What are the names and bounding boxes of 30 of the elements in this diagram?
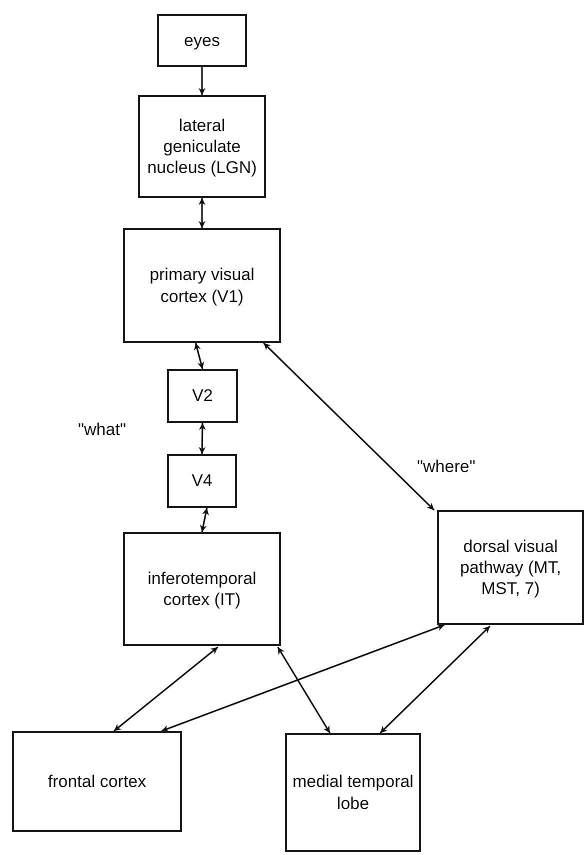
process-box [123, 228, 281, 343]
process-box [157, 14, 247, 67]
arrow [200, 508, 209, 532]
arrow [161, 624, 445, 732]
process-box [12, 731, 182, 832]
node-text: frontal cortex [48, 770, 146, 792]
arrow [380, 626, 490, 734]
node-text: V4 [192, 470, 212, 492]
process-box [437, 510, 584, 625]
node-text: inferotemporal cortex (IT) [146, 568, 258, 610]
arrow [194, 342, 204, 370]
node-text: lateral geniculate nucleus (LGN) [146, 114, 258, 178]
process-box [167, 369, 238, 423]
arrow [198, 198, 206, 228]
arrow [198, 67, 206, 95]
pathway-label: "what" [78, 420, 126, 440]
process-box [167, 454, 237, 508]
arrow [277, 646, 331, 734]
arrow [114, 646, 218, 732]
process-box [285, 733, 421, 852]
node-text: eyes [184, 30, 220, 52]
arrow [263, 342, 435, 511]
process-box [138, 95, 266, 198]
node-text: medial temporal lobe [292, 771, 414, 814]
pathway-label: "where" [417, 457, 476, 477]
arrow [198, 422, 206, 454]
process-box [123, 532, 281, 646]
node-text: primary visual cortex (V1) [148, 264, 256, 307]
node-text: V2 [192, 385, 213, 407]
node-text: dorsal visual pathway (MT, MST, 7) [458, 536, 562, 600]
